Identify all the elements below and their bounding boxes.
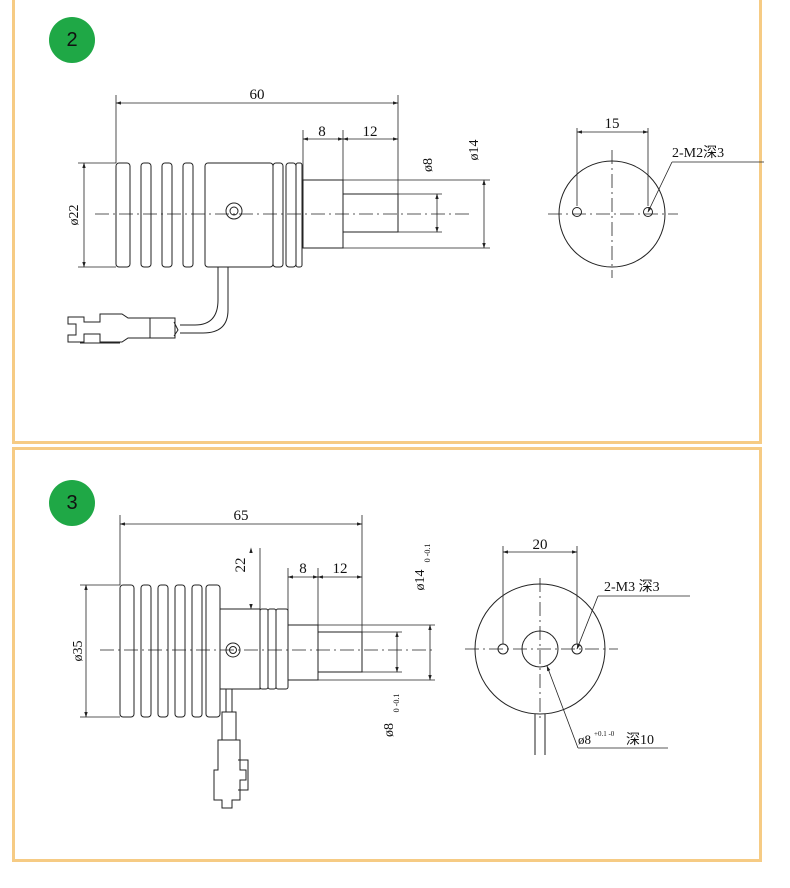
- dim-neck-tol-3: 0 -0.1: [423, 544, 432, 563]
- side-view-3: [100, 584, 435, 809]
- dim-shaft-dia-3: ø8: [382, 723, 397, 737]
- dim-overall-length-2: 60: [250, 87, 265, 103]
- housing-body: [204, 162, 274, 268]
- dimensions-2: [78, 95, 490, 268]
- dim-body-dia-2: ø22: [67, 205, 82, 226]
- thread-note-2: 2-M2深3: [672, 145, 724, 161]
- step-badge-2: 2: [49, 17, 95, 63]
- dimensions-3: [80, 515, 435, 718]
- dim-shaft-tol-3: 0 -0.1: [392, 694, 401, 713]
- dim-hole-spacing-2: 15: [605, 116, 620, 132]
- bore-depth-3: 深10: [626, 732, 654, 748]
- dim-flange-len-3: 22: [233, 558, 249, 573]
- bore-note-3: ø8: [578, 732, 591, 747]
- dim-step-a-2: 8: [318, 124, 326, 140]
- fin: [191, 584, 203, 718]
- front-view-3: [465, 546, 690, 755]
- dim-shaft-dia-2: ø8: [421, 158, 436, 172]
- fin: [115, 162, 131, 268]
- fin: [275, 608, 289, 690]
- set-screw-inner: [229, 206, 239, 216]
- fin: [285, 162, 297, 268]
- neck: [287, 624, 319, 681]
- fin: [174, 584, 186, 718]
- drawing-panel-3: [12, 447, 762, 862]
- fin: [259, 608, 269, 690]
- fin: [140, 584, 152, 718]
- shaft: [342, 193, 399, 233]
- fin: [295, 162, 303, 268]
- dim-step-b-2: 12: [363, 124, 378, 140]
- front-view-2: [548, 128, 764, 278]
- bore-tol-3: +0.1 -0: [594, 730, 615, 738]
- dim-hole-spacing-3: 20: [533, 537, 548, 553]
- dim-body-dia-3: ø35: [71, 641, 86, 662]
- dim-overall-length-3: 65: [234, 508, 249, 524]
- side-view-2: [67, 162, 470, 344]
- dim-step-a-3: 8: [299, 561, 307, 577]
- set-screw: [225, 202, 243, 220]
- fin: [205, 584, 221, 718]
- thread-note-3: 2-M3 深3: [604, 579, 660, 595]
- step-badge-3: 3: [49, 480, 95, 526]
- drawing-panel-2: [12, 0, 762, 444]
- dim-step-b-3: 12: [333, 561, 348, 577]
- fin: [140, 162, 152, 268]
- dim-neck-dia-2: ø14: [467, 140, 482, 161]
- fin: [161, 162, 173, 268]
- fin: [267, 608, 277, 690]
- fin: [182, 162, 194, 268]
- dim-neck-dia-3: ø14: [413, 570, 428, 591]
- fin: [157, 584, 169, 718]
- fin: [272, 162, 284, 268]
- front-cable: [534, 714, 546, 755]
- fin: [119, 584, 135, 718]
- shaft: [317, 631, 363, 673]
- mount-hole-left: [572, 207, 582, 217]
